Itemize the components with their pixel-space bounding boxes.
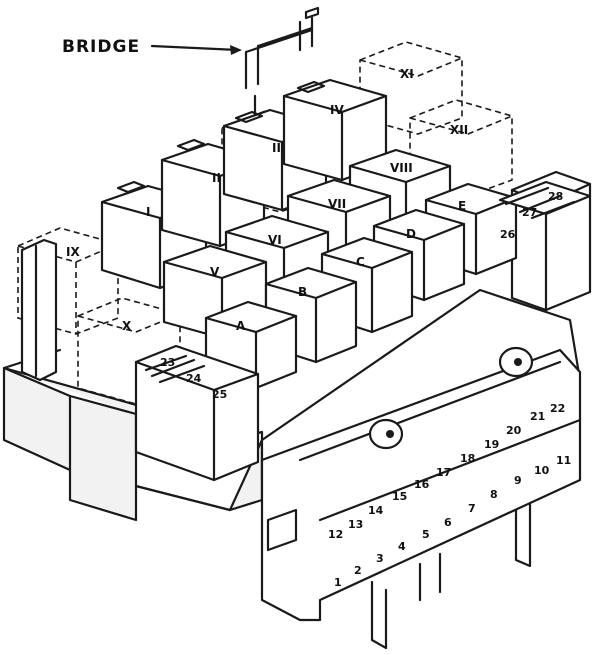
relay-D-label: D [406, 227, 416, 241]
fuse-27: 27 [522, 206, 537, 219]
fuse-block-left: 23 24 25 [134, 344, 260, 482]
fuse-22: 22 [550, 402, 565, 415]
fuse-10: 10 [534, 464, 550, 477]
fuse-21: 21 [530, 410, 545, 423]
relay-B-label: B [298, 285, 307, 299]
fuse-15: 15 [392, 490, 407, 503]
fuse-row-top: 12 13 14 15 16 17 18 19 20 21 22 [328, 402, 565, 541]
relay-II-label: II [212, 171, 221, 185]
fuse-26: 26 [500, 228, 516, 241]
fuse-20: 20 [506, 424, 522, 437]
fuse-8: 8 [490, 488, 498, 501]
fuse-18: 18 [460, 452, 475, 465]
relay-XII-label: XII [450, 123, 468, 137]
fuse-5: 5 [422, 528, 430, 541]
fuse-24: 24 [186, 372, 202, 385]
bridge-label: BRIDGE [62, 37, 140, 57]
relay-XI-label: XI [400, 67, 414, 81]
relay-V-label: V [210, 265, 220, 279]
relay-IX-label: IX [66, 245, 80, 259]
panel-screw-right [498, 346, 534, 378]
bridge-callout-arrow [150, 44, 242, 55]
relay-A-label: A [236, 319, 246, 333]
fuse-2: 2 [354, 564, 362, 577]
fuse-28: 28 [548, 190, 563, 203]
fuse-4: 4 [398, 540, 406, 553]
fuse-1: 1 [334, 576, 342, 589]
relay-XII-dashed: XII [409, 99, 513, 197]
fuse-6: 6 [444, 516, 452, 529]
relay-IX-dashed: IX [17, 227, 119, 335]
fuse-16: 16 [414, 478, 430, 491]
relay-IV-label: IV [330, 103, 344, 117]
fuse-19: 19 [484, 438, 499, 451]
bridge-part [244, 6, 320, 90]
main-fuse-panel: 12 13 14 15 16 17 18 19 20 21 22 1 2 3 4… [260, 288, 582, 650]
fuse-12: 12 [328, 528, 343, 541]
fuse-17: 17 [436, 466, 451, 479]
relay-VI-label: VI [268, 233, 282, 247]
fuse-11: 11 [556, 454, 571, 467]
relay-III-label: III [272, 141, 285, 155]
panel-screw-left [368, 418, 404, 450]
side-bracket [20, 238, 58, 382]
fuse-14: 14 [368, 504, 384, 517]
relay-E-label: E [458, 199, 466, 213]
fuse-23: 23 [160, 356, 175, 369]
relay-I-label: I [146, 205, 150, 219]
fuse-7: 7 [468, 502, 476, 515]
fuse-block-right: 26 27 28 [498, 180, 592, 241]
fuse-25: 25 [212, 388, 227, 401]
mounting-tabs [266, 502, 532, 650]
relay-X-label: X [122, 319, 132, 333]
relay-C-label: C [356, 255, 365, 269]
fuse-3: 3 [376, 552, 384, 565]
fuse-row-bottom: 1 2 3 4 5 6 7 8 9 10 11 [334, 454, 571, 589]
fuse-9: 9 [514, 474, 522, 487]
relay-VII-label: VII [328, 197, 346, 211]
fuse-13: 13 [348, 518, 363, 531]
relay-VIII-label: VIII [390, 161, 413, 175]
